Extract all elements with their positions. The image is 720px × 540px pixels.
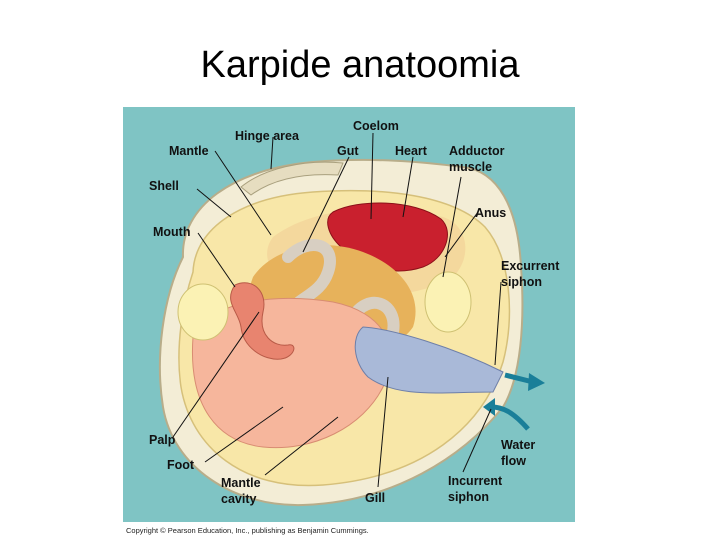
label-adductor-line1: Adductor bbox=[449, 144, 505, 158]
label-gut: Gut bbox=[337, 144, 359, 158]
label-coelom: Coelom bbox=[353, 119, 399, 133]
label-shell: Shell bbox=[149, 179, 179, 193]
label-gill: Gill bbox=[365, 491, 385, 505]
label-mantle: Mantle bbox=[169, 144, 209, 158]
label-adductor-line2: muscle bbox=[449, 160, 492, 174]
label-anus: Anus bbox=[475, 206, 506, 220]
label-mouth: Mouth bbox=[153, 225, 190, 239]
clam-anatomy-diagram: Hinge area Coelom Mantle Gut Heart Adduc… bbox=[123, 107, 575, 522]
label-excurrent-line2: siphon bbox=[501, 275, 542, 289]
label-water-flow-line1: Water bbox=[501, 438, 535, 452]
label-heart: Heart bbox=[395, 144, 428, 158]
posterior-adductor-muscle bbox=[425, 272, 471, 332]
slide-title: Karpide anatoomia bbox=[0, 44, 720, 87]
label-incurrent-line1: Incurrent bbox=[448, 474, 503, 488]
label-mantle-cavity-line1: Mantle bbox=[221, 476, 261, 490]
label-hinge-area: Hinge area bbox=[235, 129, 300, 143]
copyright-notice: Copyright © Pearson Education, Inc., pub… bbox=[126, 526, 369, 535]
label-foot: Foot bbox=[167, 458, 195, 472]
label-mantle-cavity-line2: cavity bbox=[221, 492, 256, 506]
anterior-adductor-muscle bbox=[178, 284, 228, 340]
label-water-flow-line2: flow bbox=[501, 454, 526, 468]
label-palp: Palp bbox=[149, 433, 176, 447]
label-excurrent-line1: Excurrent bbox=[501, 259, 560, 273]
label-incurrent-line2: siphon bbox=[448, 490, 489, 504]
